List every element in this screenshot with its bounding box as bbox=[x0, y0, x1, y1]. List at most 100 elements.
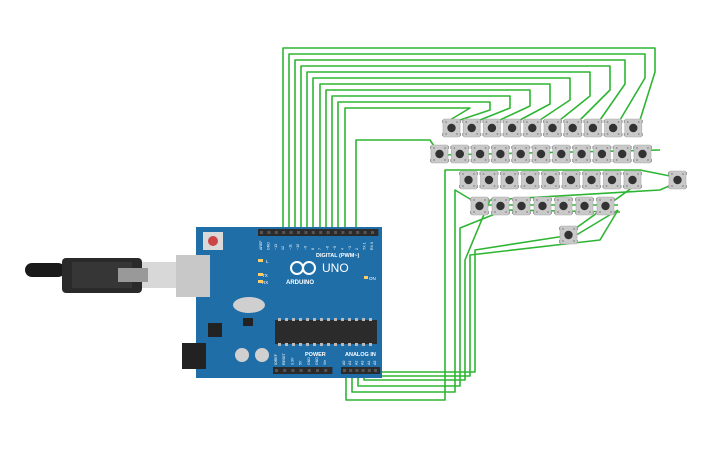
wire-a4[interactable] bbox=[369, 209, 619, 377]
push-button[interactable] bbox=[459, 170, 478, 190]
button-cap[interactable] bbox=[505, 175, 514, 185]
button-cap[interactable] bbox=[484, 175, 494, 185]
wire-d11[interactable] bbox=[294, 59, 626, 232]
button-cap[interactable] bbox=[528, 123, 537, 133]
button-cap[interactable] bbox=[601, 201, 610, 211]
push-button[interactable] bbox=[623, 118, 643, 138]
button-cap[interactable] bbox=[557, 149, 566, 159]
button-cap[interactable] bbox=[673, 175, 682, 185]
push-button[interactable] bbox=[470, 144, 490, 164]
button-cap[interactable] bbox=[464, 175, 473, 185]
reset-button-cap[interactable] bbox=[208, 236, 218, 246]
push-button[interactable] bbox=[633, 144, 652, 164]
push-button[interactable] bbox=[470, 196, 489, 216]
header-pin[interactable] bbox=[334, 231, 337, 234]
wire-d8[interactable] bbox=[312, 77, 571, 232]
header-pin[interactable] bbox=[361, 369, 365, 372]
push-button[interactable] bbox=[551, 144, 571, 164]
push-button[interactable] bbox=[541, 170, 560, 190]
header-pin[interactable] bbox=[316, 369, 319, 372]
wire-d5[interactable] bbox=[331, 95, 511, 232]
push-button[interactable] bbox=[572, 144, 592, 164]
button-cap[interactable] bbox=[517, 201, 526, 211]
button-cap[interactable] bbox=[538, 201, 547, 211]
button-cap[interactable] bbox=[588, 123, 598, 133]
push-button[interactable] bbox=[563, 118, 583, 138]
header-pin[interactable] bbox=[348, 231, 352, 234]
header-pin[interactable] bbox=[299, 369, 303, 372]
header-pin[interactable] bbox=[343, 369, 346, 372]
button-cap[interactable] bbox=[487, 123, 497, 133]
header-pin[interactable] bbox=[355, 369, 359, 372]
push-button[interactable] bbox=[582, 170, 601, 190]
wire-a0[interactable] bbox=[345, 169, 468, 401]
header-pin[interactable] bbox=[307, 369, 311, 372]
push-button[interactable] bbox=[575, 196, 594, 216]
header-pin[interactable] bbox=[341, 231, 345, 234]
push-button[interactable] bbox=[533, 196, 552, 216]
button-cap[interactable] bbox=[559, 201, 568, 211]
button-cap[interactable] bbox=[548, 123, 557, 133]
button-cap[interactable] bbox=[455, 149, 464, 159]
button-cap[interactable] bbox=[587, 175, 596, 185]
button-cap[interactable] bbox=[564, 230, 573, 240]
push-button[interactable] bbox=[479, 170, 499, 190]
button-cap[interactable] bbox=[638, 149, 647, 159]
push-button[interactable] bbox=[520, 170, 540, 190]
header-pin[interactable] bbox=[349, 369, 353, 372]
button-cap[interactable] bbox=[525, 175, 535, 185]
button-cap[interactable] bbox=[475, 149, 485, 159]
wire-d10[interactable] bbox=[300, 65, 611, 232]
button-cap[interactable] bbox=[447, 123, 456, 133]
push-button[interactable] bbox=[531, 144, 551, 164]
push-button[interactable] bbox=[603, 118, 623, 138]
button-cap[interactable] bbox=[475, 201, 484, 211]
push-button[interactable] bbox=[623, 170, 642, 190]
header-pin[interactable] bbox=[289, 231, 293, 234]
header-pin[interactable] bbox=[324, 369, 328, 372]
button-cap[interactable] bbox=[467, 123, 476, 133]
push-button[interactable] bbox=[490, 144, 510, 164]
header-pin[interactable] bbox=[291, 369, 295, 372]
button-cap[interactable] bbox=[597, 149, 607, 159]
push-button[interactable] bbox=[462, 118, 482, 138]
header-pin[interactable] bbox=[367, 369, 371, 372]
wire-d13[interactable] bbox=[282, 47, 656, 232]
wire-a2[interactable] bbox=[357, 209, 621, 387]
push-button[interactable] bbox=[602, 170, 622, 190]
push-button[interactable] bbox=[554, 196, 573, 216]
button-cap[interactable] bbox=[628, 175, 637, 185]
wire-a1[interactable] bbox=[351, 189, 481, 393]
push-button[interactable] bbox=[543, 118, 562, 138]
push-button[interactable] bbox=[511, 144, 531, 164]
button-cap[interactable] bbox=[568, 123, 577, 133]
button-cap[interactable] bbox=[435, 149, 444, 159]
header-pin[interactable] bbox=[282, 231, 286, 234]
wire-d12[interactable] bbox=[288, 53, 646, 232]
header-pin[interactable] bbox=[319, 231, 323, 234]
push-button[interactable] bbox=[500, 170, 519, 190]
button-cap[interactable] bbox=[536, 149, 546, 159]
push-button[interactable] bbox=[612, 144, 632, 164]
header-pin[interactable] bbox=[274, 231, 278, 234]
header-pin[interactable] bbox=[311, 231, 315, 234]
header-pin[interactable] bbox=[267, 231, 271, 234]
button-cap[interactable] bbox=[580, 201, 589, 211]
button-cap[interactable] bbox=[577, 149, 586, 159]
header-pin[interactable] bbox=[356, 231, 360, 234]
wire-d3[interactable] bbox=[344, 107, 471, 232]
header-pin[interactable] bbox=[304, 231, 308, 234]
push-button[interactable] bbox=[561, 170, 581, 190]
wire-d2[interactable] bbox=[355, 139, 441, 232]
push-button[interactable] bbox=[668, 170, 687, 190]
button-cap[interactable] bbox=[566, 175, 576, 185]
push-button[interactable] bbox=[442, 118, 461, 138]
button-cap[interactable] bbox=[507, 123, 517, 133]
button-cap[interactable] bbox=[496, 201, 505, 211]
push-button[interactable] bbox=[482, 118, 502, 138]
wire-row2-row3[interactable] bbox=[468, 169, 681, 179]
button-cap[interactable] bbox=[608, 123, 618, 133]
push-button[interactable] bbox=[430, 144, 449, 164]
push-button[interactable] bbox=[522, 118, 542, 138]
